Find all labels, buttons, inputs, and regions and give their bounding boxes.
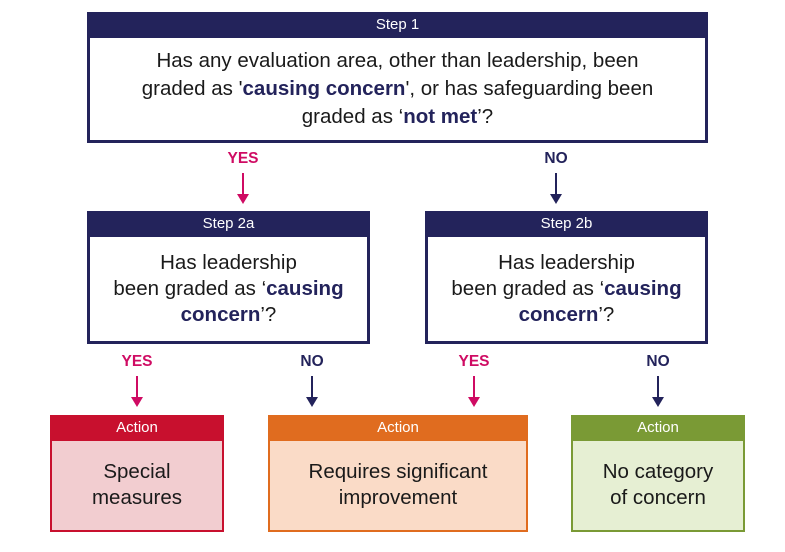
action-special-header: Action <box>50 415 224 441</box>
step2b-yes-label: YES <box>458 353 490 370</box>
step2a-no-arrow-icon <box>306 376 318 407</box>
step1-no-label: NO <box>544 150 568 167</box>
step1-yes-label: YES <box>227 150 259 167</box>
action-special-line2: measures <box>91 486 182 509</box>
step2a-line2-pre: been graded as ‘ <box>113 277 267 300</box>
action-none-header: Action <box>571 415 745 441</box>
step2a-causing: causing <box>266 277 344 300</box>
step1-header: Step 1 <box>87 12 708 38</box>
step2b-concern: concern <box>518 303 599 326</box>
step2b-box: Step 2b Has leadership been graded as ‘c… <box>425 211 708 344</box>
action-special-measures-box: Action Special measures <box>50 415 224 532</box>
action-significant-improvement-box: Action Requires significant improvement <box>268 415 528 532</box>
step1-box: Step 1 Has any evaluation area, other th… <box>87 12 708 143</box>
action-none-text: No category of concern <box>573 441 743 529</box>
action-none-line2: of concern <box>610 486 706 509</box>
action-significant-line1: Requires significant <box>308 460 488 483</box>
step1-line1: Has any evaluation area, other than lead… <box>156 49 639 72</box>
action-significant-line2: improvement <box>338 486 458 509</box>
action-no-concern-box: Action No category of concern <box>571 415 745 532</box>
step2b-header: Step 2b <box>425 211 708 237</box>
step2a-question: Has leadership been graded as ‘causing c… <box>90 237 367 341</box>
step2b-line2-pre: been graded as ‘ <box>451 277 605 300</box>
step1-no-arrow-icon <box>550 173 562 204</box>
step1-line2-pre: graded as ' <box>141 77 243 100</box>
action-significant-text: Requires significant improvement <box>270 441 526 529</box>
step1-line3-post: ’? <box>477 105 494 128</box>
step2b-yes-arrow-icon <box>468 376 480 407</box>
step1-not-met: not met <box>403 105 478 128</box>
step2b-no-label: NO <box>646 353 670 370</box>
step2a-box: Step 2a Has leadership been graded as ‘c… <box>87 211 370 344</box>
step2a-yes-label: YES <box>121 353 153 370</box>
action-special-line1: Special <box>103 460 171 483</box>
step2a-header: Step 2a <box>87 211 370 237</box>
step1-line3-pre: graded as ‘ <box>301 105 404 128</box>
step2a-line1: Has leadership <box>160 251 297 274</box>
action-significant-header: Action <box>268 415 528 441</box>
step1-question: Has any evaluation area, other than lead… <box>90 38 705 140</box>
step2a-no-label: NO <box>300 353 324 370</box>
action-none-line1: No category <box>602 460 714 483</box>
step2b-no-arrow-icon <box>652 376 664 407</box>
step1-causing-concern: causing concern <box>242 77 406 100</box>
step2a-line3-post: ’? <box>260 303 277 326</box>
step1-line2-post: ', or has safeguarding been <box>405 77 654 100</box>
step2b-line1: Has leadership <box>498 251 635 274</box>
step2a-concern: concern <box>180 303 261 326</box>
step2a-yes-arrow-icon <box>131 376 143 407</box>
step1-yes-arrow-icon <box>237 173 249 204</box>
step2b-question: Has leadership been graded as ‘causing c… <box>428 237 705 341</box>
step2b-causing: causing <box>604 277 682 300</box>
action-special-text: Special measures <box>52 441 222 529</box>
step2b-line3-post: ’? <box>598 303 615 326</box>
